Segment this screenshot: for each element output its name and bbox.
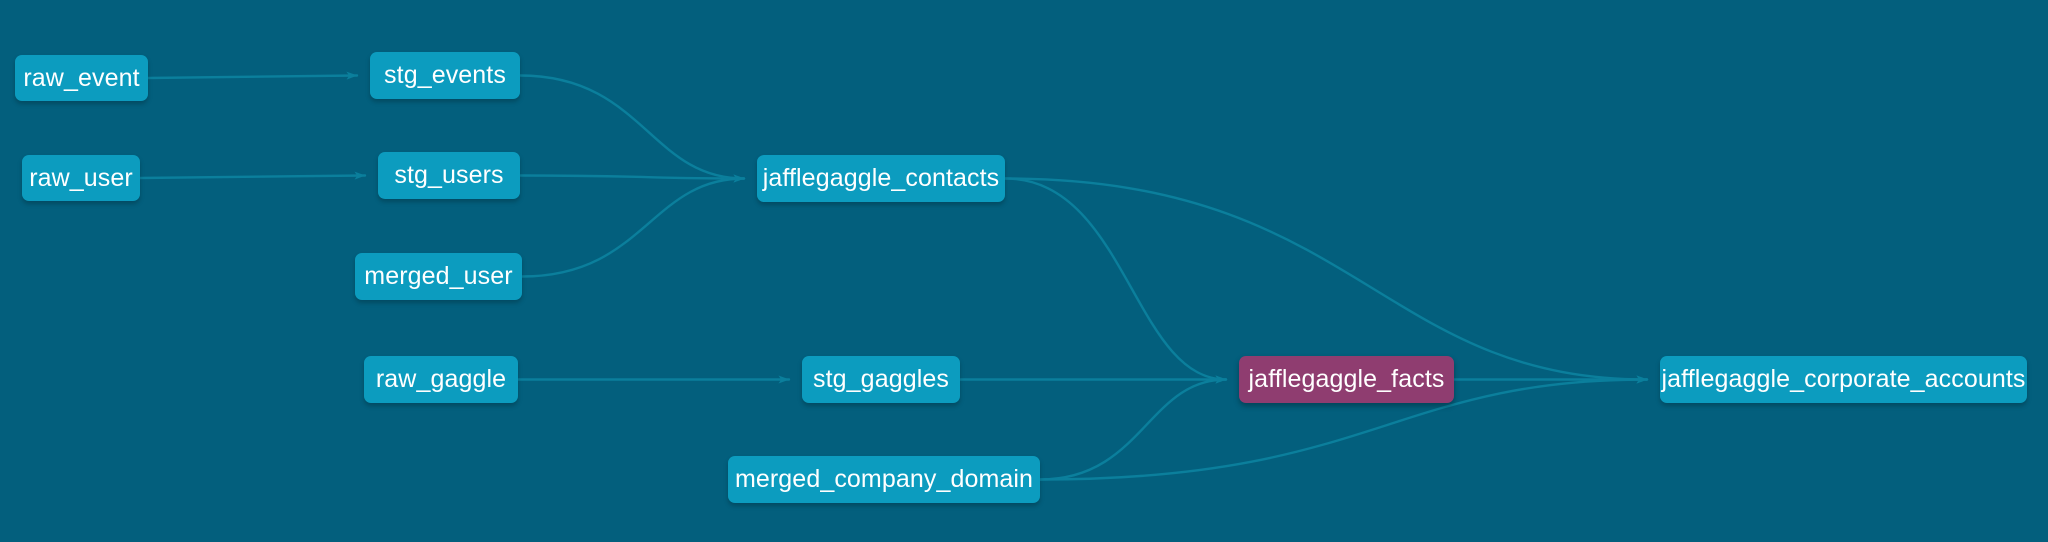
dag-node-label: stg_events: [384, 61, 506, 89]
dag-node-label: jafflegaggle_facts: [1248, 365, 1445, 393]
dag-node-label: stg_users: [394, 161, 504, 189]
dag-node-label: stg_gaggles: [813, 365, 949, 393]
dag-node-label: raw_event: [23, 63, 140, 92]
dag-node-jafflegaggle_contacts[interactable]: jafflegaggle_contacts: [757, 155, 1005, 202]
dag-node-label: raw_gaggle: [375, 365, 507, 393]
dag-node-raw_event[interactable]: raw_event: [15, 55, 148, 101]
dag-node-stg_gaggles[interactable]: stg_gaggles: [802, 356, 960, 403]
dag-node-stg_users[interactable]: stg_users: [378, 152, 520, 199]
dag-node-raw_gaggle[interactable]: raw_gaggle: [364, 356, 518, 403]
dag-node-label: merged_company_domain: [734, 465, 1034, 493]
dag-node-merged_company_domain[interactable]: merged_company_domain: [728, 456, 1040, 503]
dag-node-label: jafflegaggle_contacts: [762, 164, 1000, 192]
dag-node-merged_user[interactable]: merged_user: [355, 253, 522, 300]
dag-node-jafflegaggle_corporate_accounts[interactable]: jafflegaggle_corporate_accounts: [1660, 356, 2027, 403]
dag-node-label: jafflegaggle_corporate_accounts: [1661, 365, 2026, 393]
dag-node-raw_user[interactable]: raw_user: [22, 155, 140, 201]
dag-node-label: raw_user: [29, 163, 133, 192]
dag-node-jafflegaggle_facts[interactable]: jafflegaggle_facts: [1239, 356, 1454, 403]
dag-node-label: merged_user: [364, 262, 513, 290]
dag-node-stg_events[interactable]: stg_events: [370, 52, 520, 99]
